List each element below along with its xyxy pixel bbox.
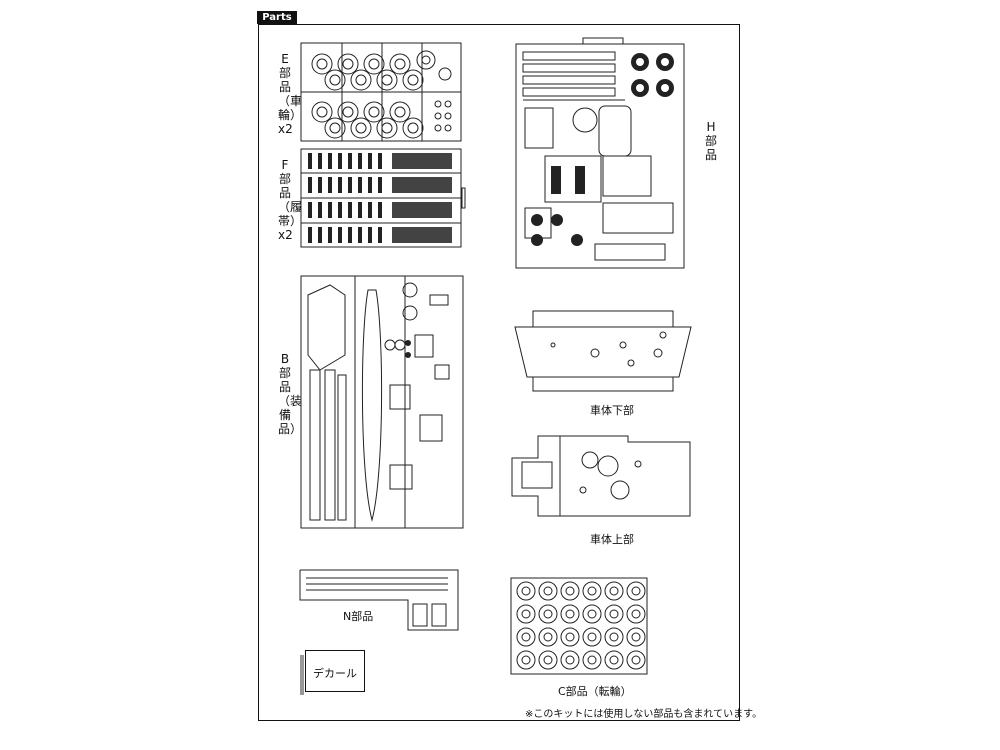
upper-hull-label: 車体上部: [590, 533, 634, 546]
lower-hull-drawing: [513, 305, 693, 397]
parts-frame: [258, 24, 740, 721]
h-parts-label: H部品: [704, 120, 717, 162]
f-parts-label: F部品（履帯）x2: [278, 158, 303, 242]
e-sprue-drawing: [300, 42, 462, 142]
decal-shadow: [300, 655, 304, 695]
unused-parts-note: ※このキットには使用しない部品も含まれています。: [525, 709, 763, 720]
f-sprue-drawing: [300, 148, 466, 248]
decal-sheet: デカール: [305, 650, 365, 692]
b-parts-label: B部品（装備品）: [278, 352, 303, 436]
parts-section-tab: Parts: [257, 11, 297, 24]
c-sprue-drawing: [510, 577, 650, 675]
lower-hull-label: 車体下部: [590, 404, 634, 417]
decal-label: デカール: [313, 667, 357, 680]
c-parts-label: C部品（転輪）: [558, 685, 632, 698]
h-sprue-drawing: [515, 38, 687, 270]
n-sprue-drawing: [298, 560, 458, 636]
b-sprue-drawing: [300, 275, 465, 531]
n-parts-label: N部品: [343, 610, 374, 623]
e-parts-label: E部品（車輪）x2: [278, 52, 303, 136]
upper-hull-drawing: [508, 432, 698, 524]
